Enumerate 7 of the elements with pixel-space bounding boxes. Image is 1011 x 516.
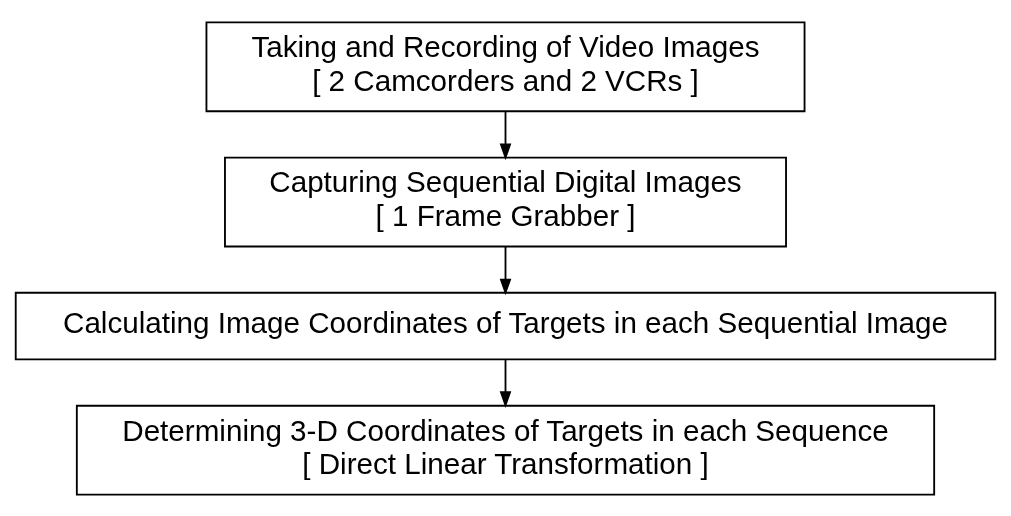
node-box: Determining 3-D Coordinates of Targets in each Sequence [ Direct Linear Transformation ] — [75, 404, 936, 495]
arrow — [499, 245, 512, 295]
arrow — [499, 110, 512, 160]
arrow — [499, 358, 512, 408]
node-box: Capturing Sequential Digital Images [ 1 Frame Grabber ] — [224, 156, 787, 247]
node-box: Taking and Recording of Video Images [ 2 Camcorders and 2 VCRs ] — [205, 21, 806, 112]
node-box: Calculating Image Coordinates of Targets in each Sequential Image — [14, 291, 997, 360]
